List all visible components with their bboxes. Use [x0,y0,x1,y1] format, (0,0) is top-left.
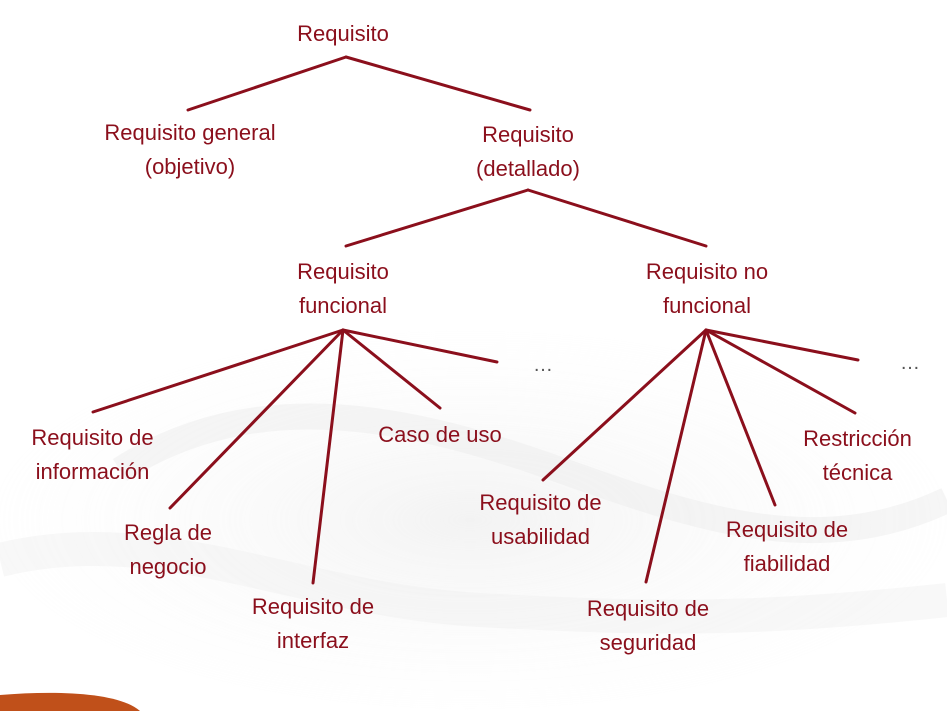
node-requisito-general: Requisito general (objetivo) [70,116,310,184]
node-seguridad-line-2: seguridad [599,630,697,655]
edge-funcional-caso [341,328,442,410]
node-requisito-informacion: Requisito de información [0,421,185,489]
edge-nofuncional-seguridad [644,328,708,584]
node-informacion-line-1: Requisito de [31,425,154,450]
node-general-line-2: (objetivo) [144,154,236,179]
node-requisito-fiabilidad: Requisito de fiabilidad [697,513,877,581]
node-requisito-usabilidad: Requisito de usabilidad [453,486,628,554]
node-restriccion-line-2: técnica [822,460,893,485]
ellipsis-funcional: … [533,354,553,376]
node-caso-uso: Caso de uso [355,418,525,452]
edge-funcional-informacion [91,328,345,414]
edge-root-detallado [344,55,532,112]
node-interfaz-line-2: interfaz [276,628,350,653]
edge-nofuncional-restriccion [704,328,857,415]
edge-nofuncional-fiabilidad [704,328,777,507]
ellipsis-no-funcional: … [900,352,920,374]
node-seguridad-line-1: Requisito de [586,596,710,621]
node-requisito-funcional: Requisito funcional [243,255,443,323]
node-general-line-1: Requisito general [104,120,276,145]
node-caso-line-1: Caso de uso [378,422,502,447]
node-requisito-seguridad: Requisito de seguridad [558,592,738,660]
node-informacion-line-2: información [35,459,150,484]
node-requisito-no-funcional: Requisito no funcional [597,255,817,323]
node-requisito-interfaz: Requisito de interfaz [223,590,403,658]
edge-root-general [186,55,348,112]
edge-detallado-nofuncional [526,188,708,248]
node-funcional-line-1: Requisito [297,259,389,284]
node-root: Requisito [243,17,443,51]
node-restriccion-line-1: Restricción [803,426,912,451]
node-regla-line-1: Regla de [123,520,213,545]
edges [91,55,860,585]
node-root-line-1: Requisito [297,21,389,46]
node-funcional-line-2: funcional [298,293,388,318]
edge-nofuncional-usabilidad [541,328,708,482]
node-regla-line-2: negocio [129,554,207,579]
node-usabilidad-line-2: usabilidad [490,524,591,549]
node-nofuncional-line-1: Requisito no [645,259,769,284]
node-fiabilidad-line-1: Requisito de [725,517,849,542]
edge-funcional-ellipsis [341,328,499,364]
edge-detallado-funcional [344,188,530,248]
node-regla-negocio: Regla de negocio [98,516,238,584]
node-fiabilidad-line-2: fiabilidad [743,551,831,576]
node-detallado-line-2: (detallado) [476,156,580,181]
watermark [0,330,947,710]
node-restriccion-tecnica: Restricción técnica [780,422,935,490]
node-usabilidad-line-1: Requisito de [479,490,602,515]
edge-nofuncional-ellipsis [704,328,860,362]
node-interfaz-line-1: Requisito de [251,594,375,619]
node-nofuncional-line-2: funcional [662,293,752,318]
node-detallado-line-1: Requisito [482,122,574,147]
node-requisito-detallado: Requisito (detallado) [428,118,628,186]
edge-funcional-interfaz [311,328,345,585]
accent-bar [0,692,140,711]
edge-funcional-regla [168,328,345,510]
